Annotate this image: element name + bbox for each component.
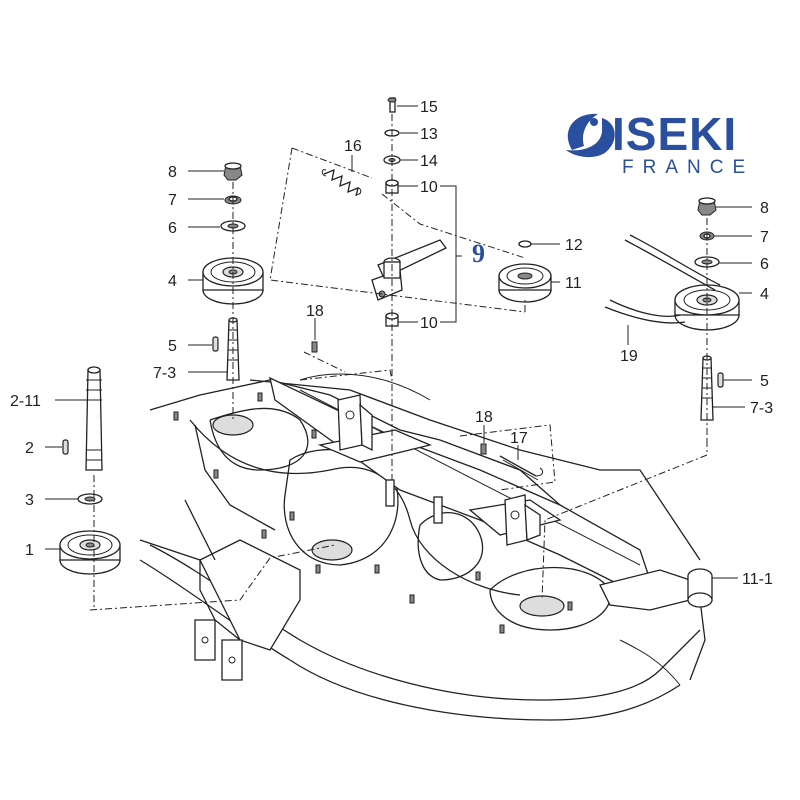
deck-post-right (433, 496, 443, 524)
idler-cap (518, 240, 532, 248)
callout-8-left: 8 (168, 164, 177, 181)
callout-11-1: 11-1 (742, 571, 773, 588)
callout-1: 1 (25, 542, 34, 559)
far-left-shaft (85, 366, 103, 471)
clip-18b (480, 443, 487, 455)
iseki-logo-mark-icon (566, 113, 615, 158)
callout-5-left: 5 (168, 338, 177, 355)
callout-9-assembly: 9 (472, 239, 485, 268)
far-left-key (62, 439, 69, 455)
callout-14: 14 (420, 153, 438, 170)
deck-bolts (173, 392, 573, 634)
right-nut (697, 197, 717, 216)
tension-bracket-center (317, 394, 433, 463)
left-key (212, 336, 219, 352)
callout-12: 12 (565, 237, 583, 254)
logo-word: ISEKI (612, 108, 737, 160)
tension-spring (321, 168, 362, 197)
rod-spring (499, 455, 544, 481)
center-bolt (387, 97, 397, 113)
pivot-arm (599, 568, 713, 611)
far-left-pulley (59, 530, 121, 575)
callout-15: 15 (420, 99, 438, 116)
leader-lines (45, 105, 752, 579)
callout-7-3-right: 7-3 (750, 400, 773, 417)
drive-belt (604, 234, 721, 324)
callout-4-right: 4 (760, 286, 769, 303)
clip-18a (311, 341, 318, 353)
left-pulley (202, 257, 264, 305)
callout-7-right: 7 (760, 229, 769, 246)
tension-arm (371, 239, 447, 301)
callout-8-right: 8 (760, 200, 769, 217)
callout-6-right: 6 (760, 256, 769, 273)
callout-2-11: 2-11 (10, 393, 41, 410)
callout-18-right: 18 (475, 409, 493, 426)
callout-5-right: 5 (760, 373, 769, 390)
callout-6-left: 6 (168, 220, 177, 237)
iseki-logo: ISEKI FRANCE (566, 108, 754, 178)
callout-2: 2 (25, 440, 34, 457)
idler-pulley (498, 263, 552, 303)
callout-7-3-left: 7-3 (153, 365, 176, 382)
left-nut (223, 162, 243, 181)
callout-17: 17 (510, 430, 528, 447)
callout-11: 11 (565, 275, 582, 292)
deck-hitch-bracket (139, 499, 301, 681)
callout-13: 13 (420, 126, 438, 143)
right-pulley (674, 284, 740, 331)
right-key (717, 372, 724, 388)
logo-subtitle: FRANCE (622, 157, 754, 178)
callout-7-left: 7 (168, 192, 177, 209)
deck-post-center (385, 479, 395, 507)
callout-4-left: 4 (168, 273, 177, 290)
callout-18-left: 18 (306, 303, 324, 320)
callout-10-bottom: 10 (420, 315, 438, 332)
callout-10-top: 10 (420, 179, 438, 196)
deck-rail (269, 376, 651, 596)
mower-deck (139, 373, 706, 721)
callout-3: 3 (25, 492, 34, 509)
callout-19: 19 (620, 348, 638, 365)
dash-assembly-lines (89, 114, 708, 611)
tension-bracket-right (468, 494, 562, 546)
callout-16: 16 (344, 138, 362, 155)
callout-labels: 8 7 6 4 5 7-3 2-11 2 3 1 15 13 14 16 10 … (10, 99, 773, 588)
